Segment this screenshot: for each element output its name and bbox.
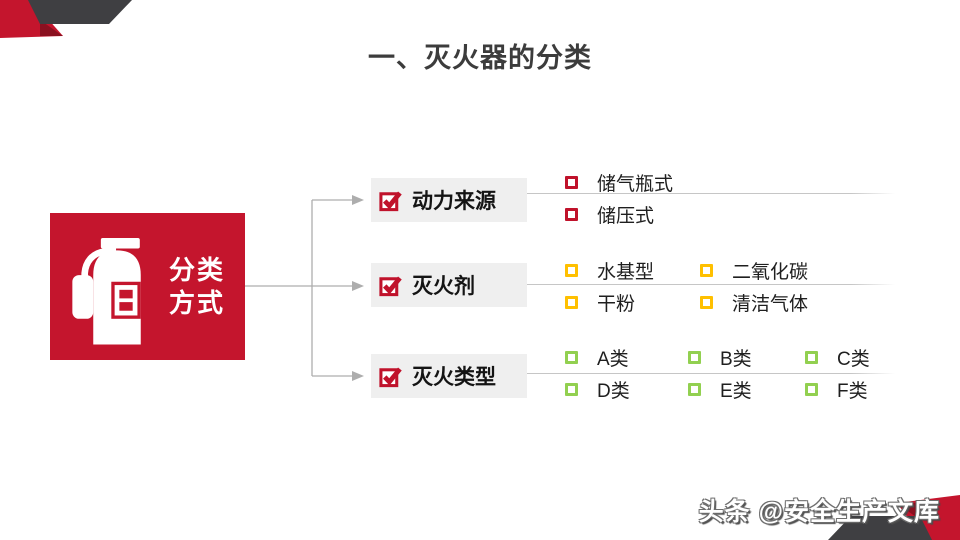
list-item-label: F类 [837,381,868,402]
list-item: 水基型 [565,259,655,283]
list-item-label: B类 [720,349,752,370]
checkbox-checked-icon [379,276,402,296]
square-bullet-icon [565,264,578,277]
checkbox-checked-icon [379,367,402,387]
list-item: 清洁气体 [700,291,809,315]
list-item: E类 [688,378,752,402]
list-item: 储气瓶式 [565,171,674,195]
separator-line [527,373,895,374]
list-item: A类 [565,346,629,370]
square-bullet-icon [565,383,578,396]
branch-label: 动力来源 [412,190,496,213]
list-item: F类 [805,378,868,402]
root-label-line1: 分类 [169,255,226,285]
separator-line [527,193,895,194]
square-bullet-icon [565,296,578,309]
square-bullet-icon [805,351,818,364]
square-bullet-icon [688,351,701,364]
list-item: 储压式 [565,203,655,227]
branch-box-extinguishing-agent: 灭火剂 [371,263,527,307]
list-item-label: E类 [720,381,752,402]
square-bullet-icon [688,383,701,396]
fire-extinguisher-icon [72,238,141,345]
square-bullet-icon [565,351,578,364]
root-label-line2: 方式 [169,287,226,318]
square-bullet-icon [565,176,578,189]
list-item: B类 [688,346,752,370]
checkbox-checked-icon [379,191,402,211]
page-title: 一、灭火器的分类 [368,43,592,73]
list-item-label: 水基型 [597,262,655,283]
list-item-label: C类 [837,349,870,370]
branch-label: 灭火剂 [412,275,475,298]
list-item: 二氧化碳 [700,259,809,283]
branch-box-fire-class: 灭火类型 [371,354,527,398]
list-item-label: 清洁气体 [732,294,809,315]
list-item: C类 [805,346,870,370]
list-item-label: 储气瓶式 [597,174,674,195]
root-node-classification-method: 分类 方式 [50,213,245,360]
square-bullet-icon [805,383,818,396]
list-item-label: A类 [597,349,629,370]
list-item: D类 [565,378,630,402]
list-item-label: 储压式 [597,206,655,227]
square-bullet-icon [700,264,713,277]
list-item: 干粉 [565,291,636,315]
separator-line [527,284,895,285]
root-node-label: 分类 方式 [169,254,225,319]
square-bullet-icon [700,296,713,309]
list-item-label: 二氧化碳 [732,262,809,283]
list-item-label: 干粉 [597,294,636,315]
branch-label: 灭火类型 [412,366,496,389]
list-item-label: D类 [597,381,630,402]
watermark-text: 头条 @安全生产文库 [698,498,940,526]
branch-box-power-source: 动力来源 [371,178,527,222]
square-bullet-icon [565,208,578,221]
